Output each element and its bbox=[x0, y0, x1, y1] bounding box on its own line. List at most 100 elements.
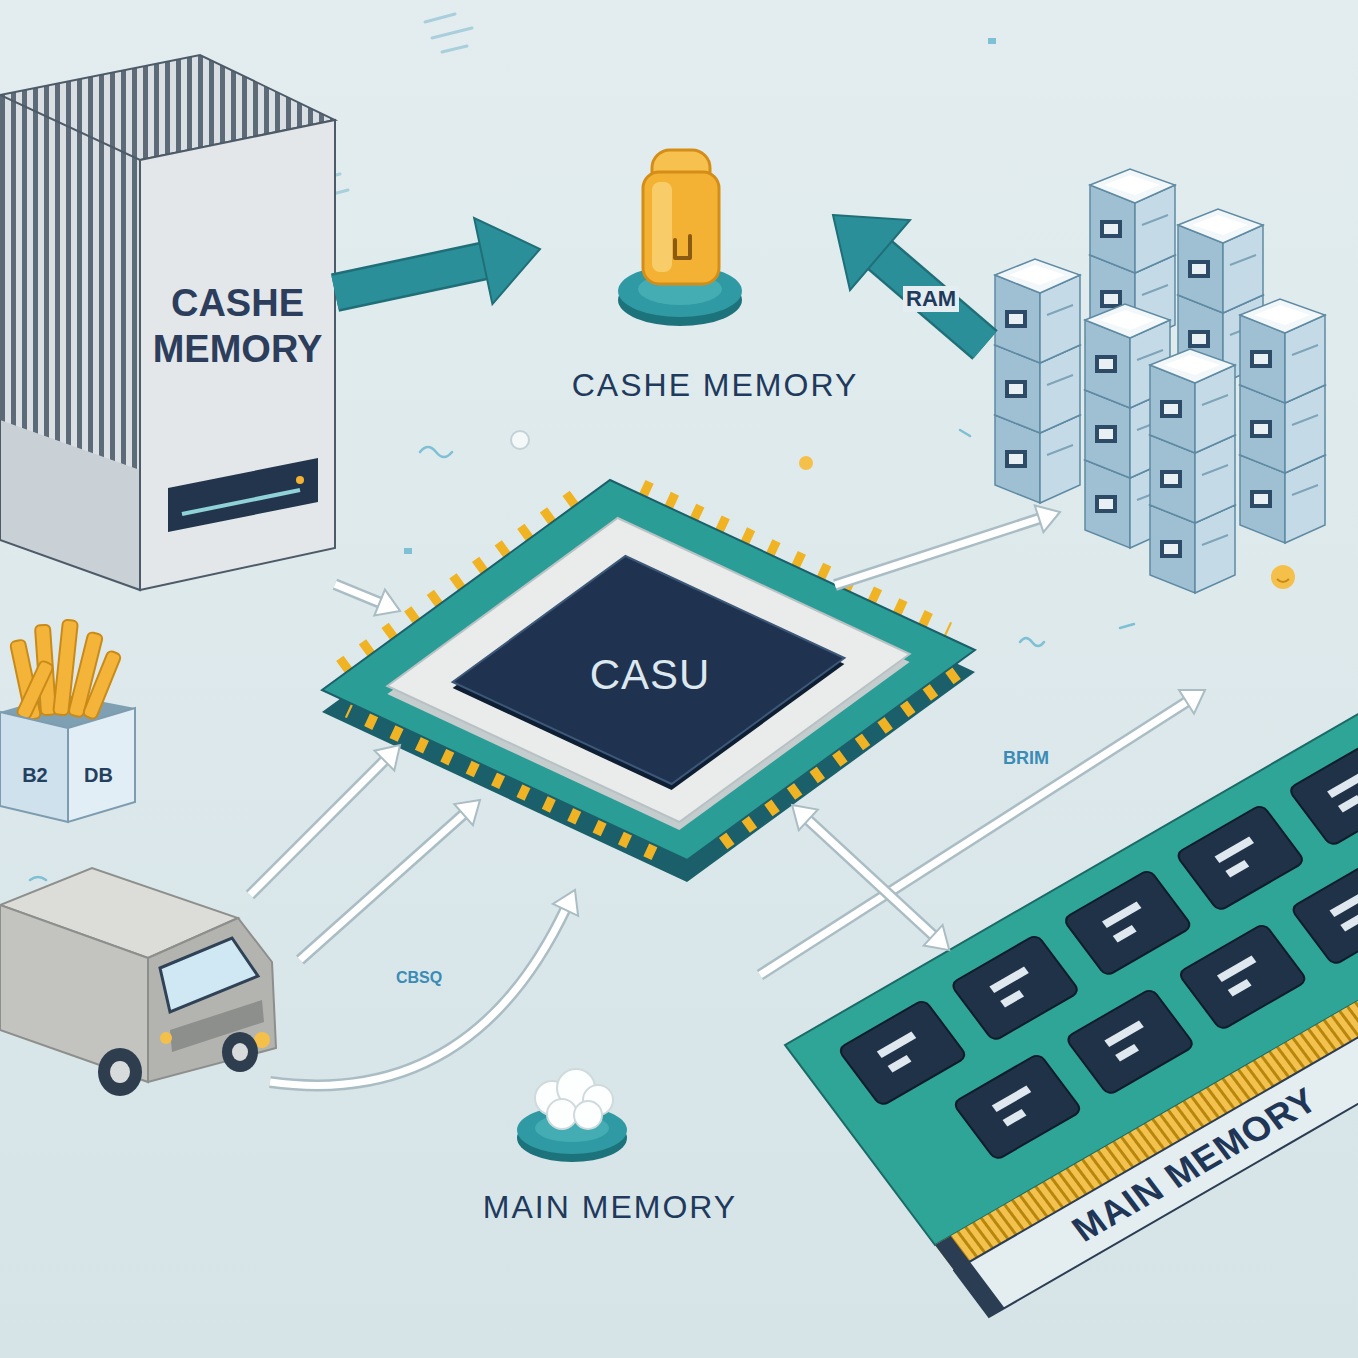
main-memory-icon bbox=[517, 1069, 627, 1162]
cache-box-drawing bbox=[0, 55, 335, 590]
sparkle-ring bbox=[511, 431, 529, 449]
fry bbox=[82, 650, 121, 720]
connector-outline bbox=[335, 584, 381, 603]
cache-memory-icon: CASHE MEMORY bbox=[540, 110, 890, 410]
memory-chip bbox=[1175, 804, 1305, 912]
main-memory-icon: MAIN MEMORY bbox=[420, 1040, 800, 1230]
delivery-truck bbox=[0, 868, 276, 1096]
cache-memory-box: CASHE MEMORY bbox=[140, 150, 335, 590]
server-unit bbox=[1090, 169, 1175, 273]
ram-edge bbox=[954, 911, 1358, 1317]
truck-windshield bbox=[160, 938, 258, 1012]
server-unit bbox=[1178, 209, 1263, 313]
server-unit bbox=[1240, 299, 1325, 403]
truck-cab bbox=[148, 918, 276, 1082]
arrow-shaft bbox=[300, 813, 465, 960]
cloud-puff bbox=[547, 1099, 577, 1129]
arrow-head bbox=[833, 215, 910, 290]
fry bbox=[16, 660, 54, 720]
arrow-head bbox=[553, 890, 578, 916]
connector-arrow bbox=[335, 218, 540, 304]
arrow-shaft bbox=[835, 518, 1041, 585]
node-text: CASHE MEMORY bbox=[572, 367, 859, 404]
icon-marks bbox=[675, 236, 690, 258]
arrow-shaft bbox=[250, 759, 386, 895]
box-side bbox=[0, 95, 140, 590]
node-text: CASU bbox=[590, 652, 711, 698]
sparkle-smile bbox=[1277, 579, 1289, 582]
arrow-head bbox=[375, 745, 401, 771]
arrow-head bbox=[374, 590, 400, 616]
server-unit bbox=[1150, 349, 1235, 453]
node-text: MAIN MEMORY bbox=[1065, 1081, 1326, 1250]
arrow-head bbox=[1179, 690, 1205, 714]
sparkles bbox=[20, 14, 1295, 966]
memory-chip bbox=[838, 999, 968, 1107]
connector-outline bbox=[335, 261, 485, 293]
node-text: MAIN MEMORY bbox=[483, 1189, 737, 1226]
label-text: CBSQ bbox=[393, 968, 445, 987]
arrow-head bbox=[454, 800, 480, 825]
cloud-puff bbox=[574, 1101, 602, 1129]
faint-label: CBSQ bbox=[393, 968, 445, 987]
label-text: BRIM bbox=[1000, 748, 1052, 770]
box-right-face bbox=[68, 708, 135, 822]
server-unit bbox=[995, 259, 1080, 363]
truck-hub bbox=[232, 1043, 248, 1061]
connector-shaft bbox=[807, 819, 935, 937]
truck-wheel bbox=[98, 1048, 142, 1096]
cache-icon bbox=[618, 150, 742, 326]
connector-shaft bbox=[335, 261, 485, 293]
connector-arrow bbox=[792, 805, 949, 950]
connector-outline bbox=[807, 819, 935, 937]
ram-module: MAIN MEMORY bbox=[785, 685, 1358, 1317]
memory-chip bbox=[1178, 923, 1308, 1031]
node-text: CASHE MEMORY bbox=[148, 280, 327, 373]
ram-arrow bbox=[833, 215, 985, 345]
chip-core bbox=[453, 556, 845, 784]
sparkle-dot bbox=[799, 456, 813, 470]
arrow-label: RAM bbox=[903, 286, 959, 312]
label-text: RAM bbox=[903, 286, 959, 312]
storage-box-drawing bbox=[0, 620, 135, 822]
memory-chip bbox=[950, 934, 1080, 1042]
icon-body bbox=[643, 172, 719, 284]
truck-hub bbox=[110, 1061, 130, 1083]
arrow-outline bbox=[250, 759, 386, 895]
storage-box: B2 DB bbox=[0, 705, 135, 815]
chip-layer bbox=[387, 518, 909, 822]
cpu-chip: CASU bbox=[400, 545, 900, 805]
ram-end-cap bbox=[935, 1236, 1005, 1317]
cpu-chip-drawing bbox=[322, 480, 975, 882]
chip-board bbox=[322, 480, 975, 860]
sparkle-dot bbox=[1271, 565, 1295, 589]
flow-arrows bbox=[250, 506, 1205, 1086]
arrow-outline bbox=[760, 701, 1188, 975]
arrow-outline bbox=[270, 908, 566, 1085]
arrow-outline bbox=[880, 255, 985, 345]
arrow-head bbox=[924, 925, 950, 950]
connector-shaft bbox=[335, 584, 381, 603]
arrow-head bbox=[474, 218, 540, 304]
node-text: DB bbox=[84, 764, 113, 786]
arrow-outline bbox=[300, 813, 465, 960]
box-left-face bbox=[0, 712, 68, 822]
arrow-shaft bbox=[760, 701, 1188, 975]
slot-led bbox=[296, 476, 304, 484]
arrow-head bbox=[1035, 506, 1060, 533]
memory-chip bbox=[953, 1053, 1083, 1161]
connector-arrow bbox=[335, 584, 400, 615]
speck bbox=[404, 548, 412, 554]
memory-chip bbox=[1065, 988, 1195, 1096]
memory-chip bbox=[1290, 858, 1358, 966]
memory-chip bbox=[1063, 869, 1193, 977]
arrow-shaft bbox=[270, 908, 566, 1085]
slot-light bbox=[182, 490, 300, 514]
box-slot bbox=[168, 458, 318, 532]
icon-shine bbox=[652, 182, 672, 272]
arrow-shaft bbox=[880, 255, 985, 345]
node-text: B2 bbox=[22, 764, 48, 786]
server-stacks bbox=[995, 169, 1325, 593]
truck-light bbox=[160, 1032, 172, 1044]
